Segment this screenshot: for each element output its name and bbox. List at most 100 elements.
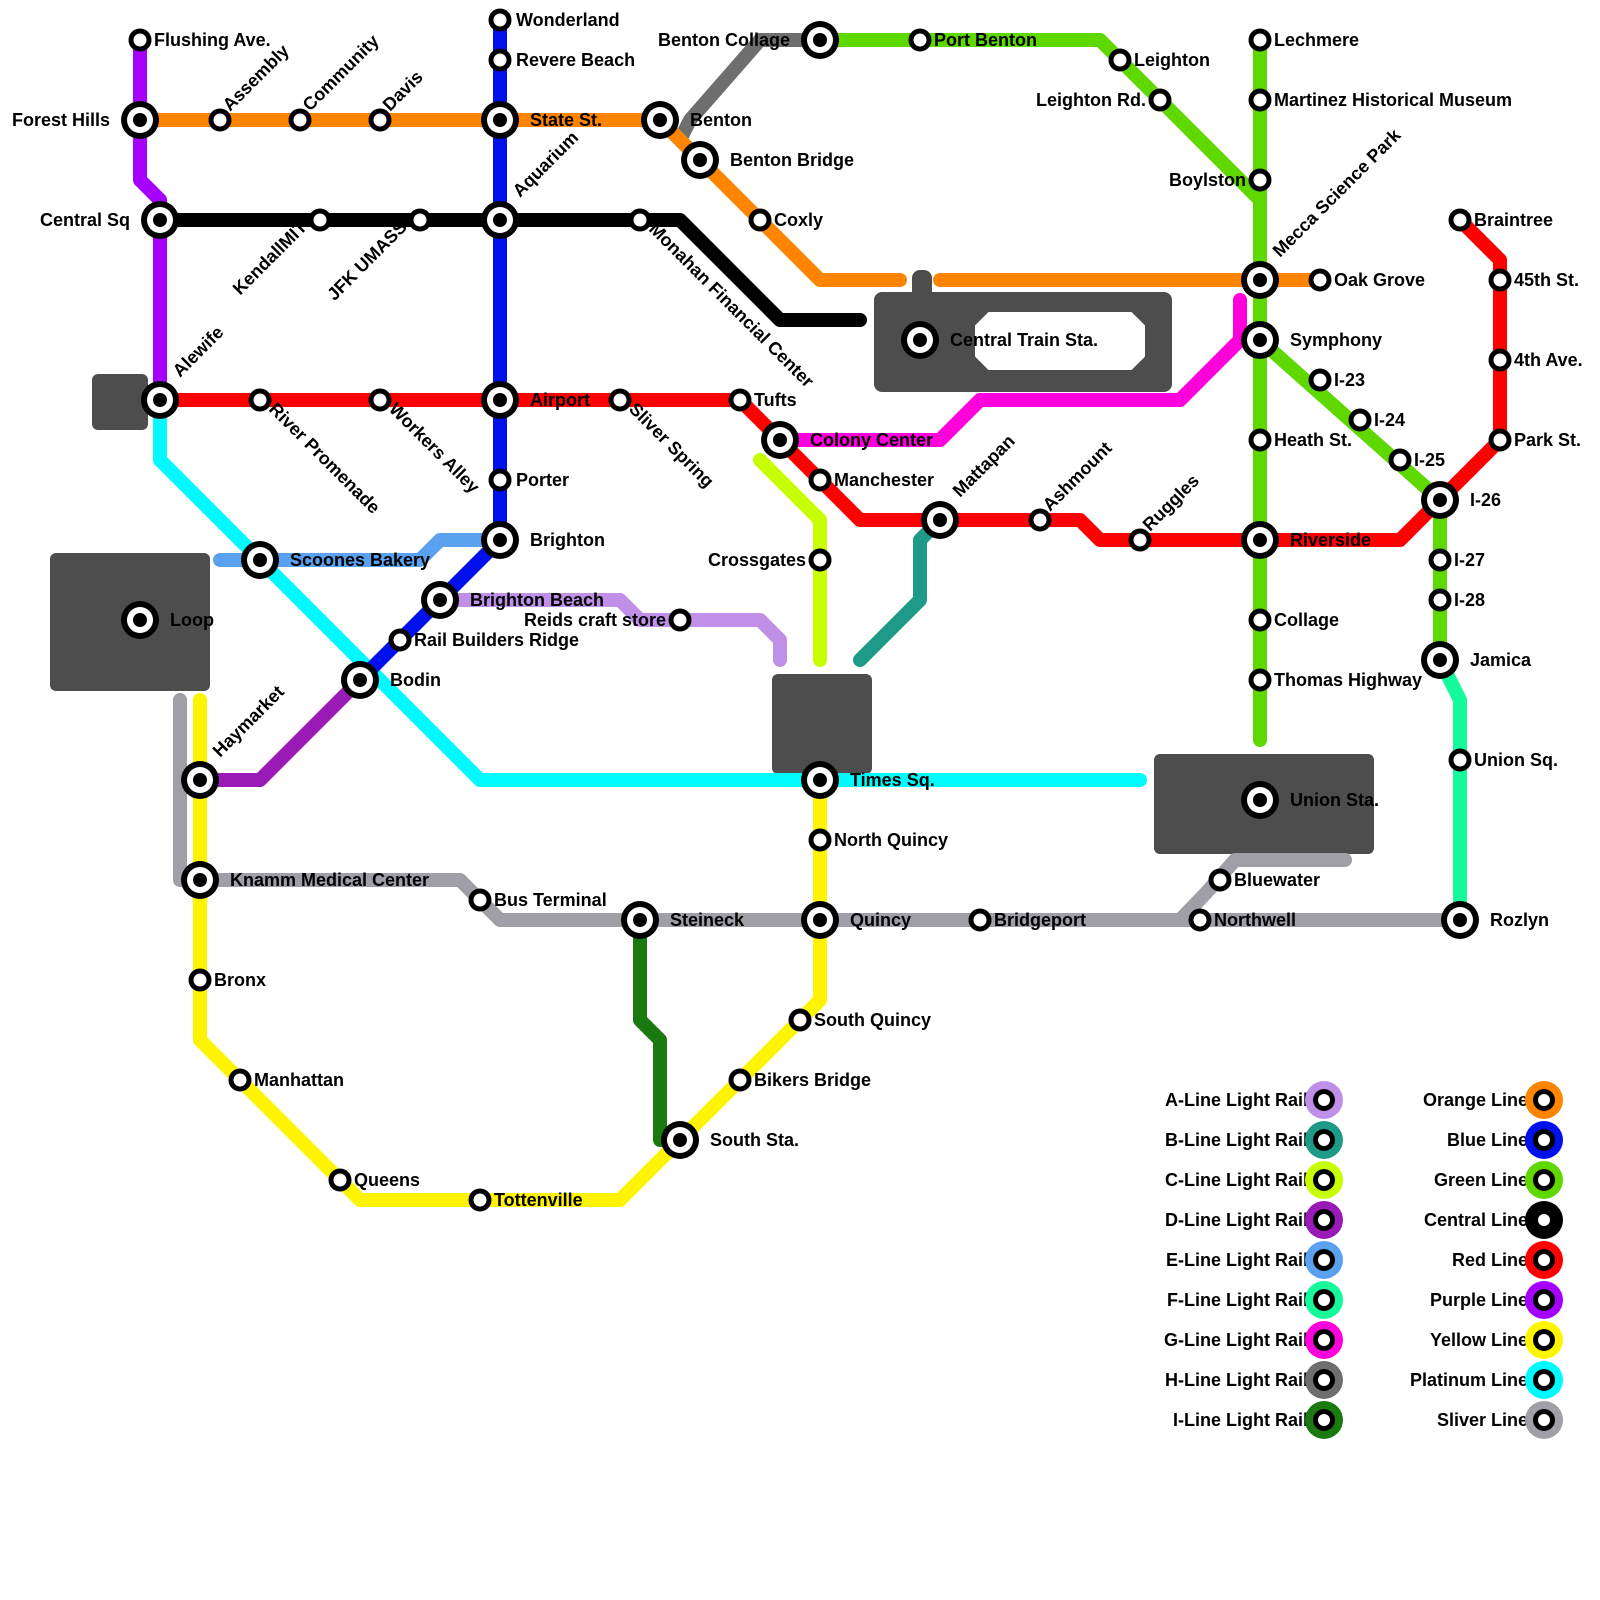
station-kendall[interactable]	[311, 211, 329, 229]
station-steineck[interactable]	[621, 901, 659, 939]
station-marker-i23[interactable]	[1311, 371, 1329, 389]
station-lechmere[interactable]	[1251, 31, 1269, 49]
station-colony-center[interactable]	[761, 421, 799, 459]
station-aquarium[interactable]	[481, 201, 519, 239]
station-rail-builders[interactable]	[391, 631, 409, 649]
station-central-train[interactable]	[901, 321, 939, 359]
station-ave4[interactable]	[1491, 351, 1509, 369]
station-union-sq[interactable]	[1451, 751, 1469, 769]
station-northwell[interactable]	[1191, 911, 1209, 929]
station-bus-terminal[interactable]	[471, 891, 489, 909]
station-community[interactable]	[291, 111, 309, 129]
station-loop[interactable]	[121, 601, 159, 639]
station-marker-thomas[interactable]	[1251, 671, 1269, 689]
station-marker-martinez[interactable]	[1251, 91, 1269, 109]
station-marker-union-sq[interactable]	[1451, 751, 1469, 769]
station-haymarket[interactable]	[181, 761, 219, 799]
station-marker-st45[interactable]	[1491, 271, 1509, 289]
station-marker-oak-grove[interactable]	[1311, 271, 1329, 289]
station-marker-heath-st[interactable]	[1251, 431, 1269, 449]
station-south-sta[interactable]	[661, 1121, 699, 1159]
station-jfk[interactable]	[411, 211, 429, 229]
station-st45[interactable]	[1491, 271, 1509, 289]
station-marker-crossgates[interactable]	[811, 551, 829, 569]
station-crossgates[interactable]	[811, 551, 829, 569]
station-marker-manchester[interactable]	[811, 471, 829, 489]
station-marker-leighton-rd[interactable]	[1151, 91, 1169, 109]
station-marker-assembly[interactable]	[211, 111, 229, 129]
station-ruggles[interactable]	[1131, 531, 1149, 549]
station-benton-collage[interactable]	[801, 21, 839, 59]
station-symphony[interactable]	[1241, 321, 1279, 359]
station-coxly[interactable]	[751, 211, 769, 229]
station-i23[interactable]	[1311, 371, 1329, 389]
station-benton-bridge[interactable]	[681, 141, 719, 179]
station-rozlyn[interactable]	[1441, 901, 1479, 939]
station-wonderland[interactable]	[491, 11, 509, 29]
station-porter[interactable]	[491, 471, 509, 489]
station-bodin[interactable]	[341, 661, 379, 699]
station-marker-ave4[interactable]	[1491, 351, 1509, 369]
station-marker-jfk[interactable]	[411, 211, 429, 229]
station-marker-north-quincy[interactable]	[811, 831, 829, 849]
station-marker-leighton[interactable]	[1111, 51, 1129, 69]
station-forest-hills[interactable]	[121, 101, 159, 139]
station-heath-st[interactable]	[1251, 431, 1269, 449]
station-marker-river-promenade[interactable]	[251, 391, 269, 409]
station-collage[interactable]	[1251, 611, 1269, 629]
station-tottenville[interactable]	[471, 1191, 489, 1209]
station-airport[interactable]	[481, 381, 519, 419]
station-manchester[interactable]	[811, 471, 829, 489]
station-marker-i27[interactable]	[1431, 551, 1449, 569]
station-marker-sliver-spring[interactable]	[611, 391, 629, 409]
station-marker-i25[interactable]	[1391, 451, 1409, 469]
route-i-line[interactable]	[640, 920, 660, 1140]
station-marker-park-st[interactable]	[1491, 431, 1509, 449]
station-marker-northwell[interactable]	[1191, 911, 1209, 929]
station-i24[interactable]	[1351, 411, 1369, 429]
station-marker-wonderland[interactable]	[491, 11, 509, 29]
station-ashmount[interactable]	[1031, 511, 1049, 529]
station-boylston[interactable]	[1251, 171, 1269, 189]
station-bikers-bridge[interactable]	[731, 1071, 749, 1089]
station-alewife[interactable]	[141, 381, 179, 419]
station-monahan[interactable]	[631, 211, 649, 229]
station-bridgeport[interactable]	[971, 911, 989, 929]
station-marker-south-quincy[interactable]	[791, 1011, 809, 1029]
station-mecca[interactable]	[1241, 261, 1279, 299]
station-i26[interactable]	[1421, 481, 1459, 519]
station-jamica[interactable]	[1421, 641, 1459, 679]
station-leighton[interactable]	[1111, 51, 1129, 69]
station-marker-ruggles[interactable]	[1131, 531, 1149, 549]
station-marker-kendall[interactable]	[311, 211, 329, 229]
station-marker-workers-alley[interactable]	[371, 391, 389, 409]
station-benton[interactable]	[641, 101, 679, 139]
station-marker-monahan[interactable]	[631, 211, 649, 229]
station-north-quincy[interactable]	[811, 831, 829, 849]
station-scoones[interactable]	[241, 541, 279, 579]
station-marker-davis[interactable]	[371, 111, 389, 129]
station-revere-beach[interactable]	[491, 51, 509, 69]
station-brighton[interactable]	[481, 521, 519, 559]
station-marker-flushing-ave[interactable]	[131, 31, 149, 49]
station-tufts[interactable]	[731, 391, 749, 409]
station-brighton-beach[interactable]	[421, 581, 459, 619]
station-park-st[interactable]	[1491, 431, 1509, 449]
station-state-st[interactable]	[481, 101, 519, 139]
station-union-sta[interactable]	[1241, 781, 1279, 819]
station-thomas[interactable]	[1251, 671, 1269, 689]
station-marker-bronx[interactable]	[191, 971, 209, 989]
station-leighton-rd[interactable]	[1151, 91, 1169, 109]
station-assembly[interactable]	[211, 111, 229, 129]
station-davis[interactable]	[371, 111, 389, 129]
route-f-line[interactable]	[1440, 660, 1460, 920]
station-times-sq[interactable]	[801, 761, 839, 799]
route-b-line[interactable]	[860, 520, 940, 660]
station-marker-i28[interactable]	[1431, 591, 1449, 609]
station-river-promenade[interactable]	[251, 391, 269, 409]
station-oak-grove[interactable]	[1311, 271, 1329, 289]
station-marker-i24[interactable]	[1351, 411, 1369, 429]
station-sliver-spring[interactable]	[611, 391, 629, 409]
station-marker-port-benton[interactable]	[911, 31, 929, 49]
station-central-sq[interactable]	[141, 201, 179, 239]
